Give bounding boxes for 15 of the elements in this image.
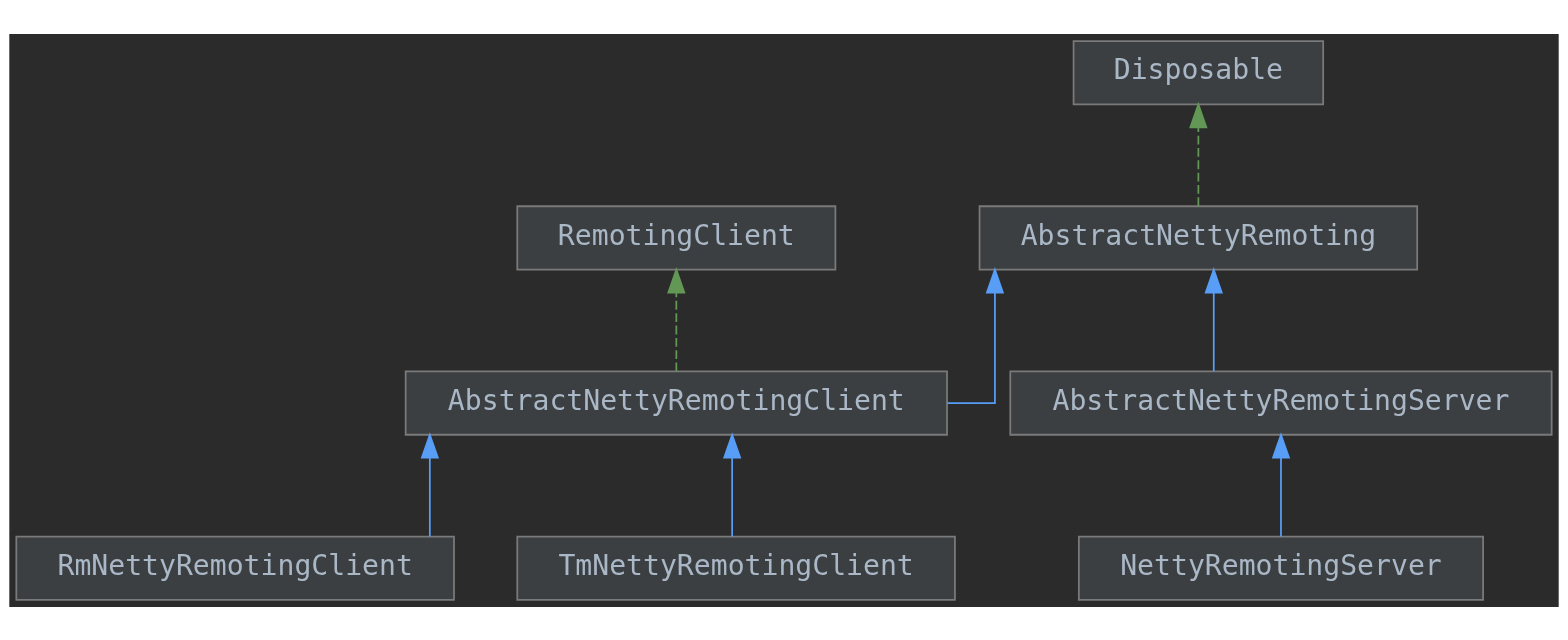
node-box: AbstractNettyRemoting	[978, 204, 1419, 270]
node-box: RmNettyRemotingClient	[15, 535, 455, 601]
arrow	[1204, 266, 1223, 372]
arrow	[722, 431, 742, 537]
node-box: AbstractNettyRemotingServer	[1009, 370, 1553, 436]
node-box: AbstractNettyRemotingClient	[404, 370, 948, 436]
arrow	[1189, 101, 1208, 207]
arrow	[946, 266, 1005, 404]
node-box: RemotingClient	[516, 204, 837, 270]
arrow	[1271, 431, 1291, 537]
arrow	[420, 431, 440, 537]
node-box: NettyRemotingServer	[1077, 535, 1484, 601]
node-box: TmNettyRemotingClient	[516, 535, 956, 601]
node-box: Disposable	[1072, 39, 1325, 105]
arrow	[667, 266, 686, 372]
